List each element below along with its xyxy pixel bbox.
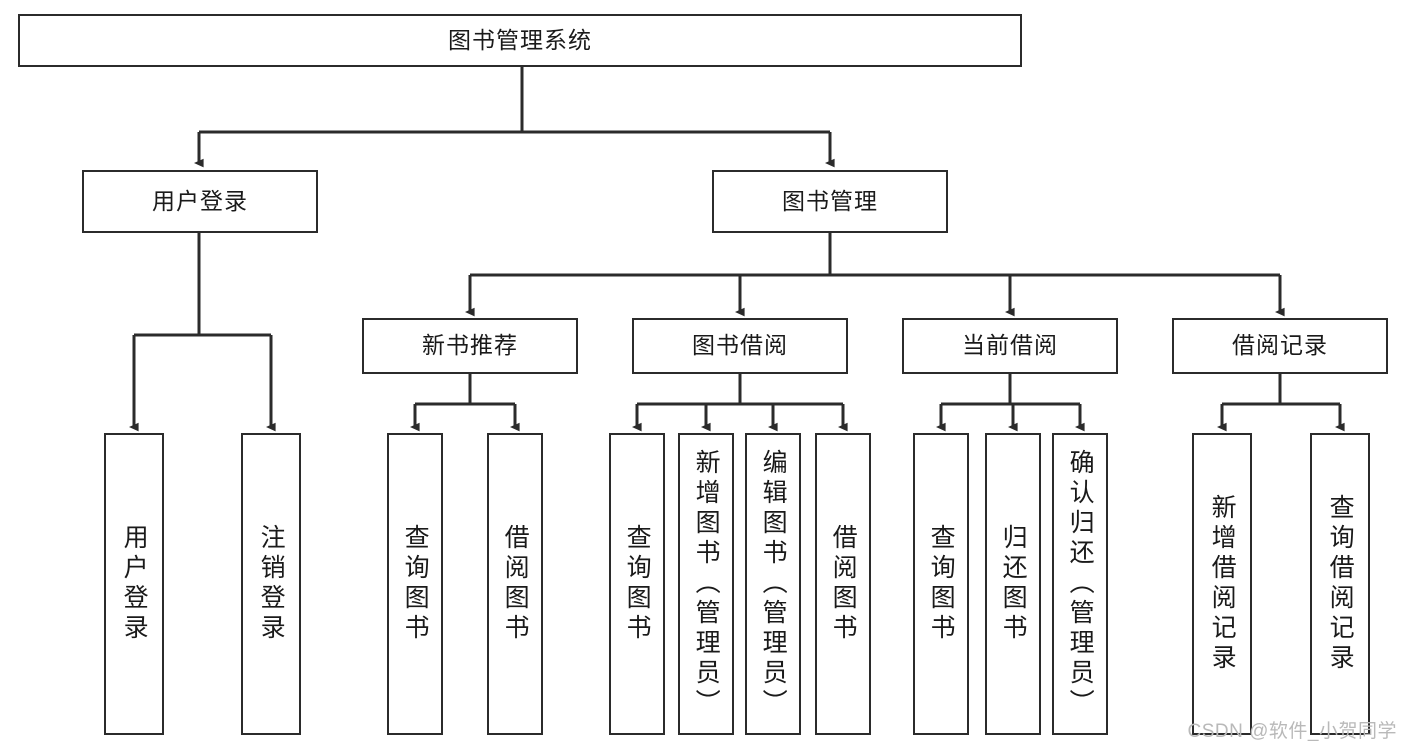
node-borrow-record[interactable]: 借阅记录 xyxy=(1172,318,1388,374)
node-leaf-add-borrow-record-label: 新增借阅记录 xyxy=(1208,494,1237,674)
node-new-book-rec-label: 新书推荐 xyxy=(422,332,518,359)
node-leaf-add-book-admin[interactable]: 新增图书（管理员） xyxy=(678,433,734,735)
node-leaf-query-borrow-record-label: 查询借阅记录 xyxy=(1326,494,1355,674)
node-leaf-query-book-3[interactable]: 查询图书 xyxy=(913,433,969,735)
node-borrow-record-label: 借阅记录 xyxy=(1232,332,1328,359)
node-book-manage[interactable]: 图书管理 xyxy=(712,170,948,233)
node-leaf-borrow-book-2[interactable]: 借阅图书 xyxy=(815,433,871,735)
node-leaf-return-book-label: 归还图书 xyxy=(999,524,1028,644)
node-leaf-add-borrow-record[interactable]: 新增借阅记录 xyxy=(1192,433,1252,735)
node-new-book-rec[interactable]: 新书推荐 xyxy=(362,318,578,374)
node-leaf-user-login-label: 用户登录 xyxy=(120,524,149,644)
node-leaf-query-book-2[interactable]: 查询图书 xyxy=(609,433,665,735)
node-leaf-confirm-return-admin[interactable]: 确认归还（管理员） xyxy=(1052,433,1108,735)
node-leaf-confirm-return-admin-label: 确认归还（管理员） xyxy=(1066,449,1095,719)
node-user-login[interactable]: 用户登录 xyxy=(82,170,318,233)
node-leaf-borrow-book-1[interactable]: 借阅图书 xyxy=(487,433,543,735)
node-book-borrow-label: 图书借阅 xyxy=(692,332,788,359)
node-leaf-user-login[interactable]: 用户登录 xyxy=(104,433,164,735)
node-leaf-edit-book-admin[interactable]: 编辑图书（管理员） xyxy=(745,433,801,735)
node-book-manage-label: 图书管理 xyxy=(782,187,878,214)
node-book-borrow[interactable]: 图书借阅 xyxy=(632,318,848,374)
node-leaf-return-book[interactable]: 归还图书 xyxy=(985,433,1041,735)
csdn-watermark: CSDN @软件_小贺同学 xyxy=(1187,721,1397,742)
node-leaf-query-book-1-label: 查询图书 xyxy=(401,524,430,644)
node-leaf-add-book-admin-label: 新增图书（管理员） xyxy=(692,449,721,719)
node-leaf-borrow-book-1-label: 借阅图书 xyxy=(501,524,530,644)
node-current-borrow[interactable]: 当前借阅 xyxy=(902,318,1118,374)
node-leaf-borrow-book-2-label: 借阅图书 xyxy=(829,524,858,644)
node-root-label: 图书管理系统 xyxy=(448,26,592,53)
node-leaf-query-borrow-record[interactable]: 查询借阅记录 xyxy=(1310,433,1370,735)
node-leaf-user-logout[interactable]: 注销登录 xyxy=(241,433,301,735)
node-current-borrow-label: 当前借阅 xyxy=(962,332,1058,359)
node-user-login-label: 用户登录 xyxy=(152,187,248,214)
node-leaf-user-logout-label: 注销登录 xyxy=(257,524,286,644)
node-root[interactable]: 图书管理系统 xyxy=(18,14,1022,67)
node-leaf-query-book-1[interactable]: 查询图书 xyxy=(387,433,443,735)
node-leaf-query-book-3-label: 查询图书 xyxy=(927,524,956,644)
node-leaf-edit-book-admin-label: 编辑图书（管理员） xyxy=(759,449,788,719)
node-leaf-query-book-2-label: 查询图书 xyxy=(623,524,652,644)
